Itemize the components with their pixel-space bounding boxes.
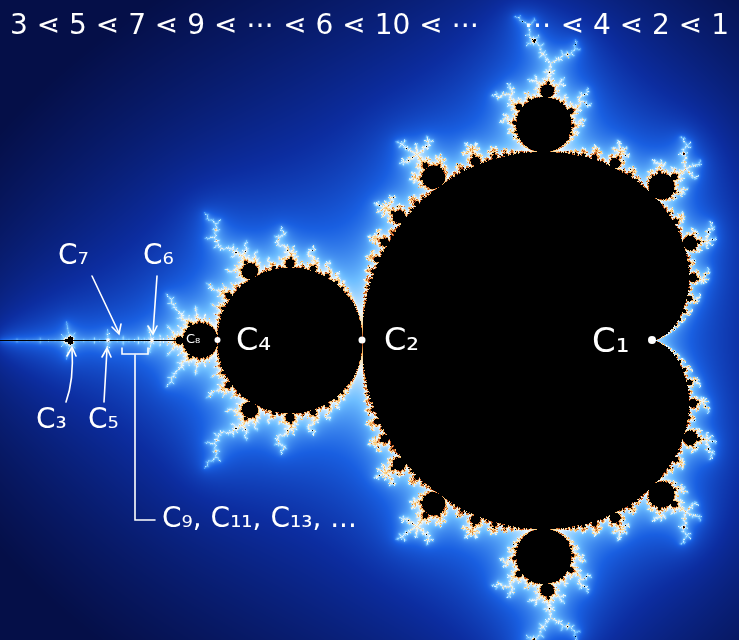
point-label: C₆ [143, 240, 174, 271]
point-dot [150, 338, 154, 342]
point-dot [648, 336, 656, 344]
leader-lines [66, 276, 157, 520]
point-label: C₇ [58, 240, 89, 271]
point-label: C₂ [384, 322, 419, 357]
arrow-head [112, 324, 121, 334]
arrow-head [67, 347, 76, 356]
arrow-head [148, 326, 157, 334]
point-dot [106, 338, 110, 342]
bracket [122, 348, 148, 354]
leader-line [135, 355, 155, 520]
point-dot [359, 337, 366, 344]
ordering-text: 3 ⋖ 5 ⋖ 7 ⋖ 9 ⋖ ⋯ ⋖ 6 ⋖ 10 ⋖ ⋯ [10, 10, 480, 41]
point-list-label: C₉, C₁₁, C₁₃, ... [162, 503, 357, 534]
leader-line [104, 349, 107, 402]
arrow-head [102, 348, 111, 357]
point-label: C₈ [186, 332, 200, 346]
point-dot [215, 337, 221, 343]
ordering-text: ⋯ ⋖ 4 ⋖ 2 ⋖ 1 [524, 10, 729, 41]
point-label: C₁ [592, 322, 629, 359]
leader-line [153, 276, 157, 333]
point-label: C₅ [88, 404, 119, 435]
leader-line [92, 276, 119, 333]
point-label: C₄ [236, 322, 271, 357]
point-label: C₃ [36, 404, 67, 435]
